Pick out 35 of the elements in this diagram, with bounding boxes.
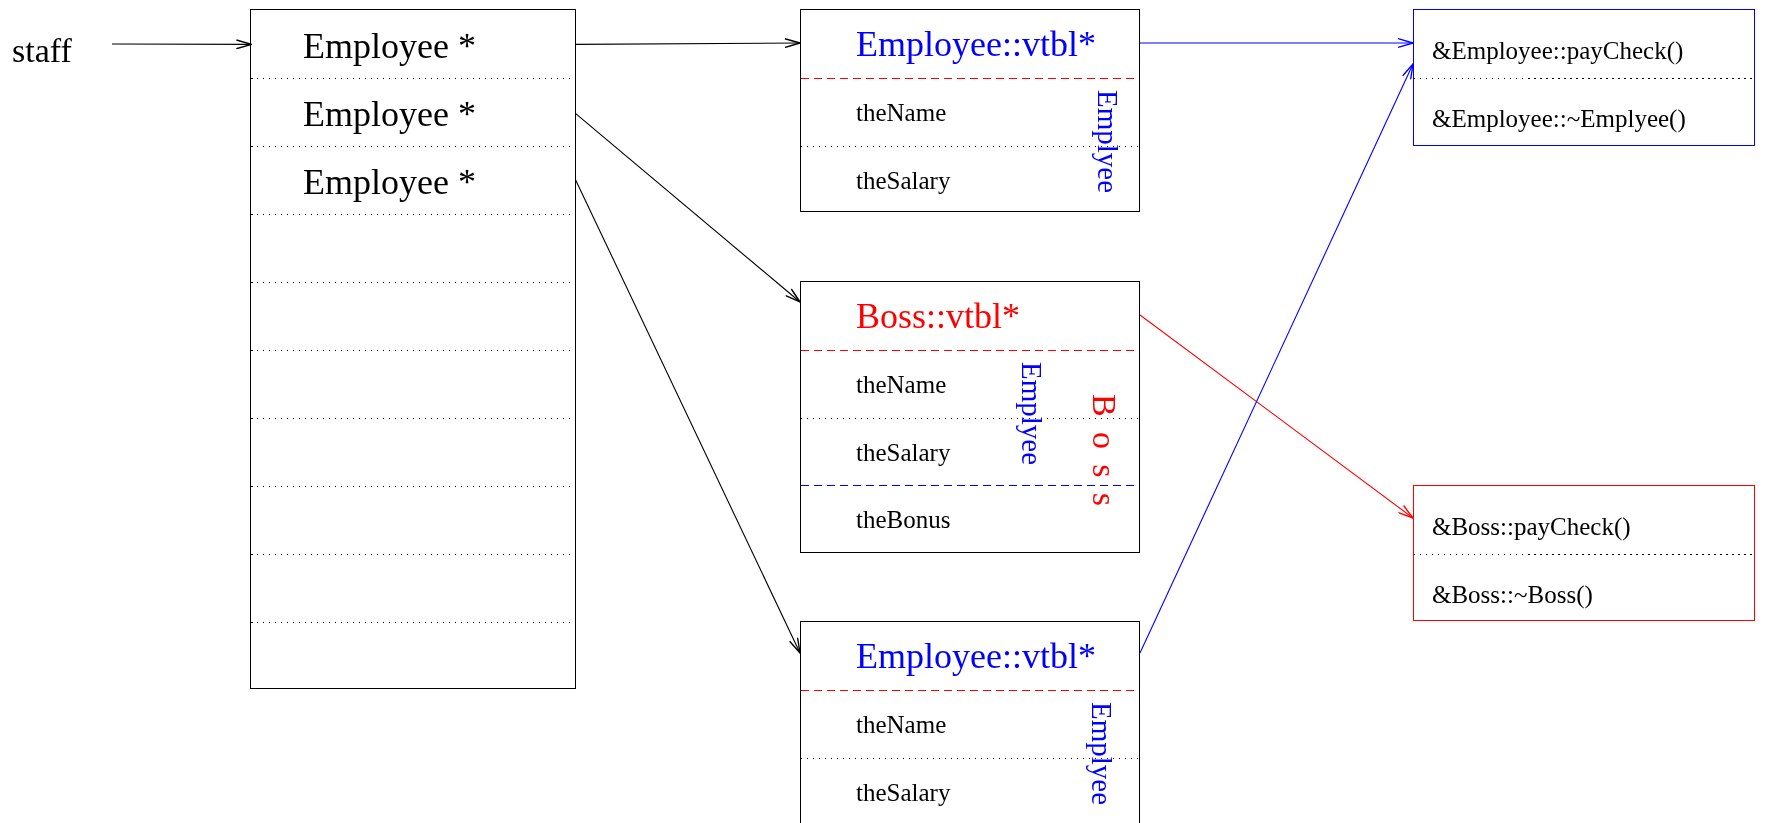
field-label: theName xyxy=(856,99,947,127)
object-box xyxy=(800,281,1140,553)
class-label: Emplyee xyxy=(1085,702,1117,806)
arrow xyxy=(111,39,253,50)
field-label: theName xyxy=(856,711,947,739)
arrow xyxy=(574,178,801,654)
object-box xyxy=(800,621,1140,823)
class-label: Emplyee xyxy=(1015,362,1047,466)
class-label: Boss xyxy=(1086,394,1124,522)
arrow xyxy=(574,38,801,49)
function-pointer-label: &Employee::~Emplyee() xyxy=(1432,105,1686,133)
vtable-box xyxy=(1413,485,1755,621)
field-label: theSalary xyxy=(856,439,951,467)
object-box xyxy=(800,9,1140,212)
pointer-cell-label: Employee * xyxy=(303,27,476,67)
vtable-pointer-label: Boss::vtbl* xyxy=(856,297,1021,337)
vtable-pointer-label: Employee::vtbl* xyxy=(856,637,1096,677)
vtable-box xyxy=(1413,9,1755,146)
arrow xyxy=(1139,314,1414,519)
function-pointer-label: &Employee::payCheck() xyxy=(1432,37,1684,65)
field-label: theName xyxy=(856,371,947,399)
function-pointer-label: &Boss::~Boss() xyxy=(1432,581,1593,609)
class-label: Emplyee xyxy=(1091,90,1123,194)
pointer-cell-label: Employee * xyxy=(303,95,476,135)
arrow xyxy=(1139,37,1414,49)
field-label: theBonus xyxy=(856,506,951,534)
vtable-pointer-label: Employee::vtbl* xyxy=(856,25,1096,65)
arrow xyxy=(574,112,801,303)
arrow xyxy=(1139,63,1414,654)
variable-name: staff xyxy=(12,32,72,70)
field-label: theSalary xyxy=(856,779,951,807)
function-pointer-label: &Boss::payCheck() xyxy=(1432,513,1631,541)
pointer-array-box xyxy=(250,9,576,689)
field-label: theSalary xyxy=(856,167,951,195)
pointer-cell-label: Employee * xyxy=(303,163,476,203)
